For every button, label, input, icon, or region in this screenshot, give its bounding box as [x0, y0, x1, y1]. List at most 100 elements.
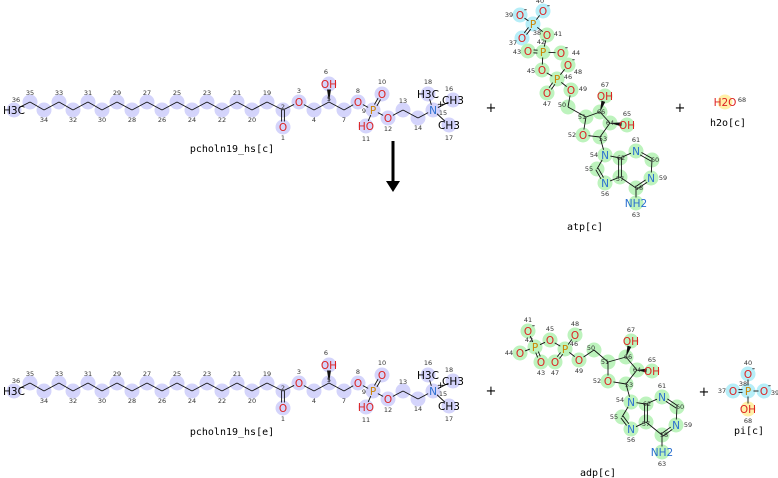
- single-bond: [417, 112, 429, 119]
- atom-label: O: [524, 46, 532, 58]
- atom-number: 55: [610, 413, 618, 421]
- atom-highlight: [291, 94, 307, 110]
- single-bond: [367, 114, 372, 122]
- double-bond: [667, 398, 679, 407]
- single-bond: [303, 104, 315, 111]
- atom-label: N: [672, 420, 680, 432]
- atom-highlight: [535, 3, 551, 19]
- double-bond: [639, 154, 652, 162]
- single-bond: [392, 390, 404, 397]
- single-bond: [343, 385, 354, 392]
- single-bond: [561, 82, 567, 87]
- single-bond: [101, 101, 118, 111]
- atom-highlight: [534, 62, 550, 78]
- atom-number: 25: [173, 370, 181, 378]
- atom-number: 2: [281, 384, 285, 392]
- molecule-name-pcholn19-hs-c: pcholn19_hs[c]: [190, 144, 274, 155]
- atom-number: 43: [513, 48, 521, 56]
- atom-highlight: [358, 399, 374, 415]
- single-bond: [343, 104, 354, 111]
- atom-number: 18: [424, 78, 432, 86]
- wedge-bond: [626, 345, 632, 357]
- atom-label: H3C: [3, 386, 25, 398]
- atom-highlight: [275, 119, 291, 135]
- atom-number: 19: [263, 370, 271, 378]
- double-bond: [595, 169, 602, 180]
- atom-highlight: [643, 170, 659, 186]
- atom-highlight: [420, 86, 436, 102]
- atom-number: 44: [505, 349, 513, 357]
- single-bond: [593, 349, 609, 363]
- atom-number: 57: [642, 420, 650, 428]
- single-bond: [543, 40, 547, 47]
- atom-number: 46: [564, 73, 572, 81]
- single-bond: [625, 369, 638, 385]
- double-bond: [374, 378, 379, 386]
- single-bond: [116, 382, 133, 392]
- atom-highlight: [619, 117, 635, 133]
- atom-highlight: [628, 195, 644, 211]
- plus-sign: +: [675, 101, 686, 116]
- molecule-name-pcholn19-hs-e: pcholn19_hs[e]: [190, 427, 274, 438]
- single-bond: [206, 101, 223, 111]
- bond-layer: [18, 15, 759, 447]
- atom-number: 36: [12, 377, 20, 385]
- single-bond: [585, 111, 601, 118]
- atom-label: O: [378, 370, 386, 382]
- atom-number: 39: [771, 389, 778, 397]
- atom-highlight: [740, 383, 756, 399]
- double-bond: [374, 97, 379, 105]
- atom-number: 11: [362, 135, 370, 143]
- double-bond: [620, 417, 627, 426]
- single-bond: [191, 101, 208, 111]
- atom-number: 17: [445, 134, 453, 142]
- single-bond: [43, 101, 60, 111]
- atom-number: 11: [362, 416, 370, 424]
- atom-label: P: [554, 74, 560, 86]
- single-bond: [161, 101, 178, 111]
- single-bond: [610, 155, 621, 159]
- atom-label: N: [632, 146, 640, 158]
- atom-number: 6: [324, 68, 328, 76]
- atom-number: 27: [143, 89, 151, 97]
- atom-label: O: [354, 378, 362, 390]
- single-bond: [87, 101, 103, 111]
- atom-label: O: [279, 403, 287, 415]
- atom-label: O: [564, 60, 572, 72]
- atom-number: 22: [218, 116, 226, 124]
- single-bond: [607, 356, 627, 363]
- atom-number: 22: [218, 397, 226, 405]
- atom-label: P: [370, 386, 376, 398]
- atom-highlight: [571, 352, 587, 368]
- double-bond: [556, 352, 561, 358]
- atom-number: 8: [356, 87, 360, 95]
- atom-label: CH3: [438, 401, 460, 413]
- atom-label: H3C: [3, 105, 25, 117]
- atom-number: 31: [84, 370, 92, 378]
- atom-number: 4: [312, 397, 316, 405]
- single-bond: [251, 382, 268, 392]
- atom-label: N: [429, 386, 437, 398]
- atom-number: 9: [362, 388, 366, 396]
- atom-label: OH: [623, 336, 639, 348]
- atom-label: O: [557, 48, 565, 60]
- atom-highlight: [535, 44, 551, 60]
- wedge-bond: [600, 100, 606, 112]
- single-bond: [635, 421, 647, 428]
- atom-number: 32: [69, 397, 77, 405]
- atom-number: 34: [40, 116, 48, 124]
- atom-label: P: [532, 342, 538, 354]
- double-bond: [662, 428, 673, 437]
- atom-highlight: [597, 88, 613, 104]
- atom-label: O: [384, 113, 392, 125]
- atom-label: NH2: [625, 198, 647, 210]
- atom-label: O: [537, 357, 545, 369]
- atom-number: 36: [12, 96, 20, 104]
- atom-label: H3C: [417, 370, 439, 382]
- double-bond: [636, 181, 648, 190]
- atom-number: 16: [424, 359, 432, 367]
- single-bond: [569, 352, 575, 357]
- atom-number: 37: [509, 39, 517, 47]
- atom-number: 5: [327, 95, 331, 103]
